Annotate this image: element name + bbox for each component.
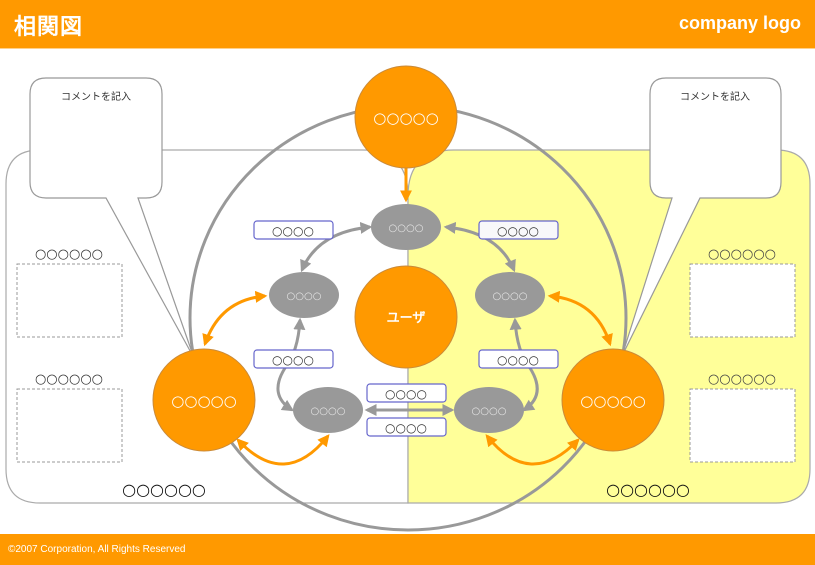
node-right-label: ○○○○○: [580, 392, 645, 410]
gray-node-right-lower-label: ○○○○: [472, 406, 507, 417]
arrow-top-to-left: [300, 221, 373, 273]
node-left-label: ○○○○○: [171, 392, 236, 410]
node-center-label: ユーザ: [387, 311, 426, 326]
arrow-left-lower-orange: [236, 434, 330, 466]
gray-node-left-upper-label: ○○○○: [287, 291, 322, 302]
right-section1-title: ○○○○○○: [708, 247, 776, 262]
label-mid-right[interactable]: ○○○○: [478, 349, 559, 369]
gray-node-right-lower[interactable]: ○○○○: [454, 387, 524, 433]
right-comment-bubble: コメントを記入: [621, 77, 782, 357]
node-right[interactable]: ○○○○○: [561, 348, 665, 452]
footer-bar: ©2007 Corporation, All Rights Reserved: [0, 534, 815, 565]
left-section2-box: [16, 388, 123, 463]
node-top[interactable]: ○○○○○: [354, 65, 458, 169]
gray-node-top[interactable]: ○○○○: [371, 204, 441, 250]
label-center-upper-text: ○○○○: [385, 387, 427, 401]
node-left[interactable]: ○○○○○: [152, 348, 256, 452]
arrow-left-upper-orange: [202, 290, 268, 347]
header-bar: 相関図 company logo: [0, 0, 815, 49]
arrow-top-to-right: [443, 221, 516, 273]
label-top-left[interactable]: ○○○○: [253, 220, 334, 240]
label-top-right[interactable]: ○○○○: [478, 220, 559, 240]
gray-node-right-upper-label: ○○○○: [493, 291, 528, 302]
gray-node-right-upper[interactable]: ○○○○: [475, 272, 545, 318]
node-center-user[interactable]: ユーザ: [354, 265, 458, 369]
label-mid-left-text: ○○○○: [272, 353, 314, 367]
gray-node-top-label: ○○○○: [389, 223, 424, 234]
label-top-left-text: ○○○○: [272, 224, 314, 238]
label-mid-right-text: ○○○○: [497, 353, 539, 367]
label-center-lower[interactable]: ○○○○: [366, 417, 447, 437]
right-bottom-label: ○○○○○○: [606, 480, 690, 499]
label-center-upper[interactable]: ○○○○: [366, 383, 447, 403]
arrow-right-upper-orange: [547, 290, 613, 347]
left-section2-title: ○○○○○○: [35, 372, 103, 387]
copyright-text: ©2007 Corporation, All Rights Reserved: [8, 544, 186, 555]
company-logo: company logo: [678, 13, 801, 33]
gray-node-left-upper[interactable]: ○○○○: [269, 272, 339, 318]
left-comment-text: コメントを記入: [61, 90, 131, 103]
gray-node-left-lower[interactable]: ○○○○: [293, 387, 363, 433]
right-section1-box: [689, 263, 796, 338]
left-comment-bubble: コメントを記入: [29, 77, 195, 359]
right-section2-title: ○○○○○○: [708, 372, 776, 387]
node-top-label: ○○○○○: [373, 109, 438, 127]
right-comment-text: コメントを記入: [680, 90, 750, 103]
gray-node-left-lower-label: ○○○○: [311, 406, 346, 417]
left-section1-title: ○○○○○○: [35, 247, 103, 262]
page-title: 相関図: [14, 15, 84, 40]
right-section2-box: [689, 388, 796, 463]
label-top-right-text: ○○○○: [497, 224, 539, 238]
arrow-right-lower-orange: [485, 434, 580, 466]
left-bottom-label: ○○○○○○: [122, 480, 206, 499]
label-center-lower-text: ○○○○: [385, 421, 427, 435]
label-mid-left[interactable]: ○○○○: [253, 349, 334, 369]
left-section1-box: [16, 263, 123, 338]
